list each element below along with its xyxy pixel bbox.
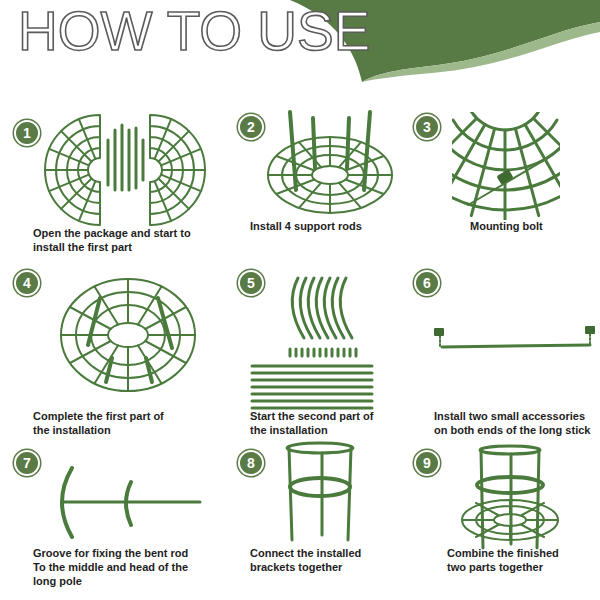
step-number-text: 7 (23, 456, 31, 470)
fit-guide (440, 334, 590, 346)
step-number-text: 1 (23, 126, 31, 140)
step-caption: Connect the installed brackets together (250, 546, 375, 574)
disk-spokes (268, 137, 392, 213)
top-ring (480, 446, 540, 454)
cage-legs (481, 450, 539, 548)
step-number-text: 8 (247, 456, 255, 470)
header-accent (362, 22, 600, 82)
support-rods (290, 112, 370, 190)
mounting-bolt (496, 169, 513, 185)
step-caption: Mounting bolt (470, 219, 590, 233)
bent-rods (292, 278, 352, 338)
step-number-text: 9 (423, 456, 431, 470)
half-disk (45, 115, 100, 225)
disk-grid (61, 279, 195, 391)
support-rods (108, 125, 143, 190)
step-number: 9 (414, 450, 440, 476)
disk-spokes (61, 279, 195, 391)
step-number: 6 (414, 270, 440, 296)
step-caption: Complete the first part of the installat… (33, 409, 173, 437)
step-number-text: 4 (23, 276, 31, 290)
disk-grid (268, 137, 392, 213)
step-number-text: 6 (423, 276, 431, 290)
small-accessories (290, 349, 356, 356)
step-number-text: 5 (247, 276, 255, 290)
rod-strap (468, 158, 548, 205)
top-ring (287, 443, 353, 453)
grid-spokes (452, 118, 560, 220)
half-disk-grid (45, 115, 100, 225)
step-number-text: 2 (247, 120, 255, 134)
step-number-text: 3 (423, 120, 431, 134)
step-number: 4 (14, 270, 40, 296)
step-caption: Combine the finished two parts together (447, 546, 569, 574)
page-title: HOW TO USE (18, 4, 370, 59)
step-caption: Install two small accessories on both en… (434, 409, 596, 437)
step-number: 5 (238, 270, 264, 296)
step-caption: Install 4 support rods (250, 219, 450, 233)
long-pole (442, 345, 590, 347)
long-poles (252, 366, 372, 408)
step-number: 8 (238, 450, 264, 476)
support-rods (88, 298, 172, 382)
step-number: 7 (14, 450, 40, 476)
half-disk (150, 115, 205, 225)
step-number: 3 (414, 114, 440, 140)
step-caption: Start the second part of the installatio… (250, 409, 383, 437)
grid-closeup (452, 112, 560, 220)
step-caption: Groove for fixing the bent rod To the mi… (33, 546, 198, 588)
long-pole (63, 501, 200, 504)
middle-ring (290, 478, 350, 496)
step-caption: Open the package and start to install th… (33, 226, 203, 254)
end-cap (434, 328, 444, 336)
end-cap (585, 326, 595, 334)
bent-rods (62, 468, 131, 537)
step-number: 2 (238, 114, 264, 140)
cage-legs (289, 448, 351, 540)
half-disk-spokes (45, 119, 95, 221)
step-number: 1 (14, 120, 40, 146)
